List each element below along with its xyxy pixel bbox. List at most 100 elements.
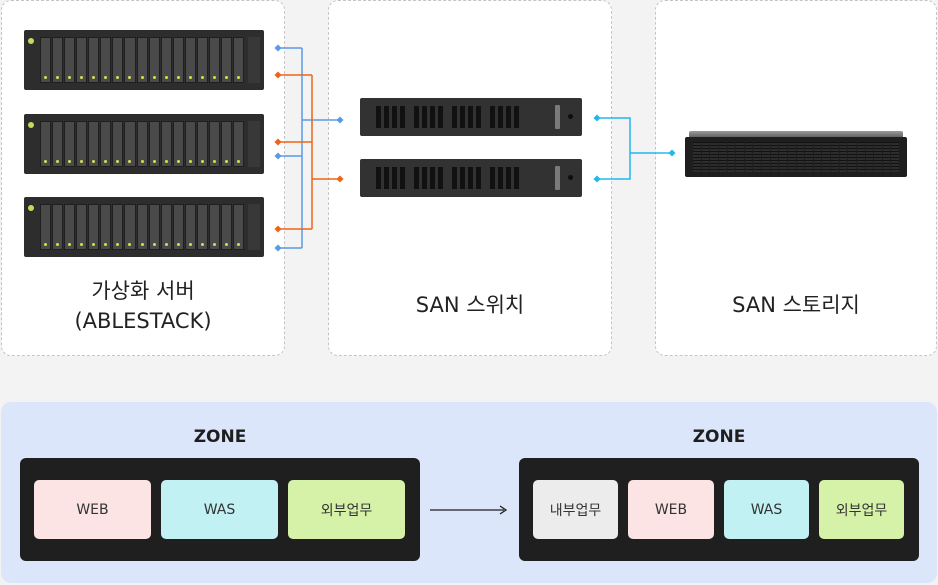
drive-bay — [184, 121, 196, 167]
blue-link-dot — [274, 152, 282, 160]
server-panel-label: 가상화 서버 (ABLESTACK) — [2, 276, 284, 336]
orange-link-dot — [274, 138, 282, 146]
storage-panel: SAN 스토리지 — [655, 0, 937, 356]
drive-bay — [76, 204, 88, 250]
drive-bay — [88, 121, 100, 167]
drive-bay — [233, 204, 245, 250]
server-unit-1 — [24, 30, 264, 90]
zone-arrow — [430, 505, 508, 515]
drive-bay — [100, 37, 112, 83]
cyan-link-dot — [593, 175, 601, 183]
cyan-link-trunk — [597, 117, 631, 180]
drive-bay — [160, 204, 172, 250]
drive-bay — [136, 121, 148, 167]
drive-bay — [52, 121, 64, 167]
drive-bay — [112, 204, 124, 250]
drive-bay — [220, 37, 232, 83]
drive-bay — [88, 204, 100, 250]
orange-links — [274, 71, 344, 233]
drive-bay — [148, 204, 160, 250]
cyan-link-dot — [593, 114, 601, 122]
drive-bay — [148, 121, 160, 167]
san-switch-1 — [360, 98, 582, 136]
drive-bay — [208, 121, 220, 167]
storage-drive — [822, 142, 830, 172]
zone-title-left: ZONE — [193, 427, 247, 447]
drive-bay — [160, 37, 172, 83]
drive-bay — [64, 204, 76, 250]
drive-bay — [40, 37, 52, 83]
storage-drive — [856, 142, 865, 172]
zone-left-chip-external: 외부업무 — [288, 480, 405, 539]
blue-link-dot — [274, 244, 282, 252]
zone-right: 내부업무 WEB WAS 외부업무 — [519, 458, 919, 561]
drive-bay — [64, 37, 76, 83]
drive-bay — [172, 204, 184, 250]
storage-drive — [813, 142, 822, 172]
storage-drive — [805, 142, 813, 172]
storage-drive — [796, 142, 805, 172]
drive-bay — [172, 37, 184, 83]
switch-panel-label: SAN 스위치 — [415, 293, 525, 317]
orange-link-dot — [336, 175, 344, 183]
storage-drive — [736, 142, 744, 172]
zone-right-chip-internal: 내부업무 — [533, 480, 618, 539]
drive-bay — [233, 37, 245, 83]
zone-left-chip-web: WEB — [34, 480, 151, 539]
server-label-line1: 가상화 서버 — [91, 279, 195, 303]
drive-bay — [40, 121, 52, 167]
cyan-links — [593, 114, 676, 183]
server-unit-3 — [24, 197, 264, 257]
storage-drive — [744, 142, 753, 172]
zone-left: WEB WAS 외부업무 — [20, 458, 420, 561]
storage-drive — [831, 142, 839, 172]
drive-bay — [76, 121, 88, 167]
drive-bay — [220, 121, 232, 167]
zone-title-right: ZONE — [692, 427, 746, 447]
storage-drive — [718, 142, 727, 172]
drive-bay — [100, 121, 112, 167]
drive-bay — [88, 37, 100, 83]
connection-lines — [274, 44, 676, 252]
storage-drive — [770, 142, 779, 172]
storage-drive — [779, 142, 787, 172]
drive-bay — [112, 37, 124, 83]
blue-link-dot — [274, 44, 282, 52]
drive-bay — [64, 121, 76, 167]
storage-drive — [848, 142, 856, 172]
drive-bay — [136, 204, 148, 250]
drive-bay — [160, 121, 172, 167]
drive-bay — [112, 121, 124, 167]
storage-drive — [839, 142, 848, 172]
drive-bay — [184, 37, 196, 83]
drive-bay — [124, 121, 136, 167]
zone-left-chip-was: WAS — [161, 480, 278, 539]
drive-bay — [184, 204, 196, 250]
drive-bay — [172, 121, 184, 167]
storage-drive — [701, 142, 710, 172]
drive-bay — [220, 204, 232, 250]
storage-drive — [753, 142, 761, 172]
orange-link-dot — [274, 225, 282, 233]
server-label-line2: (ABLESTACK) — [74, 309, 212, 333]
storage-drive — [891, 142, 899, 172]
storage-drive — [865, 142, 874, 172]
blue-link-dot — [336, 116, 344, 124]
drive-bay — [208, 37, 220, 83]
zone-right-chip-was: WAS — [724, 480, 809, 539]
drive-bay — [52, 204, 64, 250]
blue-links — [274, 44, 344, 252]
storage-drive — [874, 142, 882, 172]
drive-bay — [40, 204, 52, 250]
storage-drive — [787, 142, 796, 172]
drive-bay — [52, 37, 64, 83]
drive-bay — [100, 204, 112, 250]
drive-bay — [76, 37, 88, 83]
san-switch-2 — [360, 159, 582, 197]
storage-drive — [882, 142, 891, 172]
drive-bay — [208, 204, 220, 250]
zone-right-chip-external: 외부업무 — [819, 480, 904, 539]
san-storage-unit — [685, 131, 907, 177]
drive-bay — [124, 204, 136, 250]
drive-bay — [196, 121, 208, 167]
